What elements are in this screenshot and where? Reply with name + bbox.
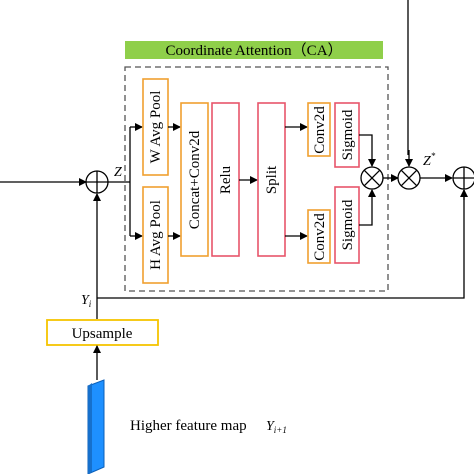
h-avg-pool-block [142, 186, 169, 284]
y-i1-base: Y [266, 419, 276, 434]
relu-block [211, 102, 240, 257]
z-star-label: Z* [423, 151, 436, 169]
split-block [257, 102, 286, 257]
y-i1-label: Yi+1 [266, 419, 287, 435]
ca-dashed-region [124, 66, 389, 292]
ca-header [125, 41, 383, 59]
sigmoid-top-to-mult [359, 134, 376, 167]
higher-feature-map-slab [87, 379, 105, 474]
add-node-right [452, 166, 474, 190]
sigmoid-top-label: Sigmoid [340, 109, 356, 160]
z-star-sup: * [431, 151, 436, 161]
conv-top-label: Conv2d [312, 106, 328, 154]
w-avg-pool-block [142, 78, 169, 176]
conv-top-block [307, 102, 331, 157]
upsample-label: Upsample [72, 326, 133, 342]
conv-bottom-block [307, 209, 331, 264]
feature-map-caption-text: Higher feature map [130, 418, 247, 434]
ca-header-label: Coordinate Attention（CA） [165, 42, 342, 59]
sigmoid-bottom-to-mult [359, 189, 376, 226]
relu-label: Relu [218, 165, 234, 194]
multiply-node-outer [397, 166, 421, 190]
yi-to-add-right [97, 190, 465, 299]
sigmoid-bottom-block [334, 186, 360, 264]
w-avg-pool-label: W Avg Pool [148, 91, 164, 164]
y-i1-sub: i+1 [274, 425, 287, 435]
concat-conv-label: Concat+Conv2d [187, 130, 203, 229]
y-i-label: Yi [81, 293, 92, 309]
y-i-base: Y [81, 293, 91, 308]
conv-bottom-label: Conv2d [312, 213, 328, 261]
h-avg-pool-label: H Avg Pool [148, 200, 164, 270]
y-i-sub: i [89, 299, 92, 309]
feature-map-caption: Higher feature map [130, 418, 247, 434]
z-label: Z [114, 165, 122, 180]
multiply-node-inner [360, 166, 384, 190]
add-node-left [85, 170, 109, 194]
upsample-block [46, 319, 159, 346]
split-label: Split [264, 165, 280, 194]
z-star-base: Z [423, 154, 431, 169]
concat-conv-block [180, 102, 209, 257]
sigmoid-bottom-label: Sigmoid [340, 199, 356, 250]
